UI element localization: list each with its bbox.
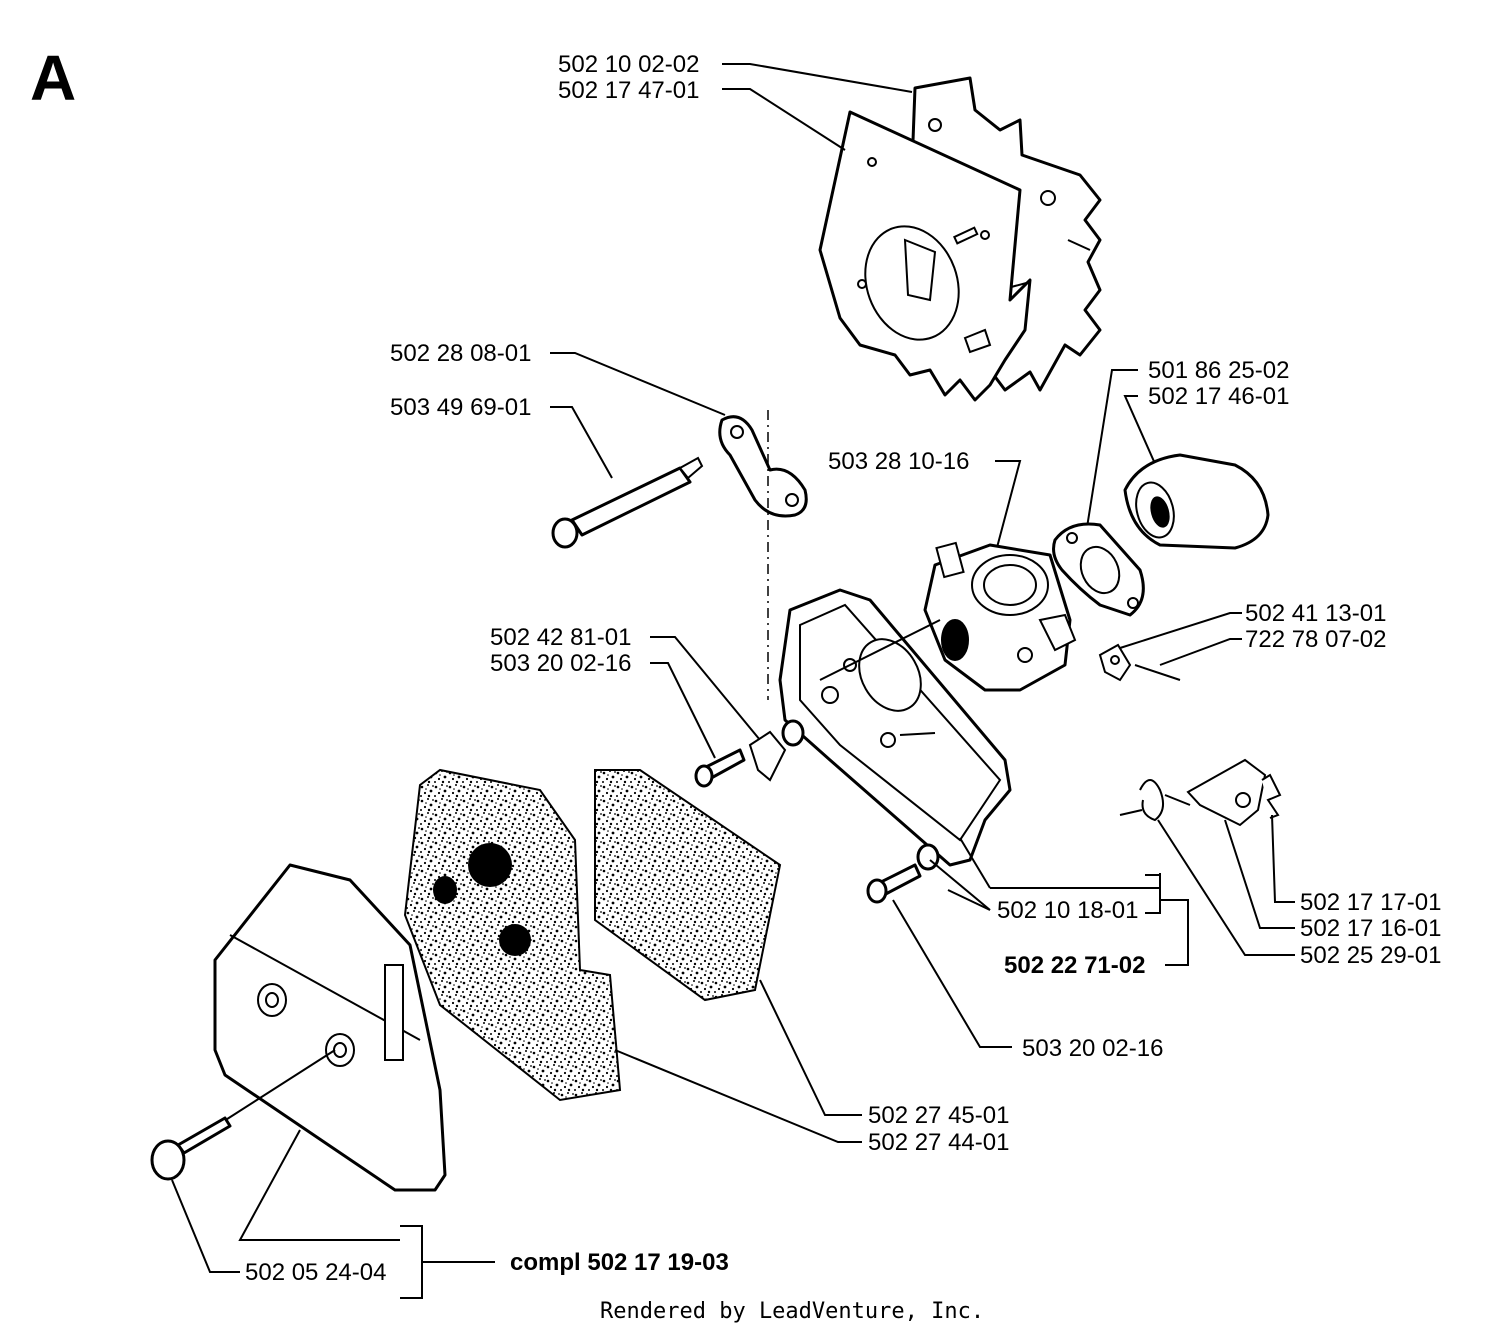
carburetor [923,541,1077,692]
label-502-17-46-01: 502 17 46-01 [1148,383,1289,410]
choke-lever [1186,758,1267,827]
leader-p15 [990,873,1161,889]
leader-p8 [1119,612,1242,649]
leader-p19 [614,1049,862,1143]
assembly-line-2 [209,1049,336,1131]
leader-p10 [650,636,761,741]
bracket-p16 [1160,899,1189,966]
leader-p20b [238,1129,400,1241]
leader-p1 [722,63,913,93]
heat-shield-plate-front [818,110,1032,402]
filter-cover [213,863,447,1192]
leader-p15d [929,859,991,911]
label-502-17-17-01: 502 17 17-01 [1300,889,1441,916]
leader-p13 [1224,819,1295,929]
filter-foam-rear [594,769,782,1002]
bracket-p21 [400,1225,423,1299]
leader-p4 [550,406,613,479]
assembly-line-1 [819,619,941,681]
footer-credit: Rendered by LeadVenture, Inc. [600,1299,984,1324]
label-502-17-16-01: 502 17 16-01 [1300,915,1441,942]
bracket-plate [718,415,808,518]
label-502-42-81-01: 502 42 81-01 [490,624,631,651]
spring [1119,779,1191,822]
label-502-17-47-01: 502 17 47-01 [558,77,699,104]
label-501-86-25-02: 501 86 25-02 [1148,357,1289,384]
leader-p14 [1157,819,1295,956]
bolt-pin [551,456,704,549]
label-502-27-45-01: 502 27 45-01 [868,1102,1009,1129]
throttle-link [1098,643,1181,682]
leader-p15b [959,837,991,889]
leader-p20 [171,1179,240,1273]
leader-p11 [650,662,716,759]
label-502-41-13-01: 502 41 13-01 [1245,600,1386,627]
label-503-28-10-16: 503 28 10-16 [828,448,969,475]
label-502-27-44-01: 502 27 44-01 [868,1129,1009,1156]
leader-p9 [1159,638,1242,666]
leader-p3 [550,352,726,416]
screw-1 [694,748,746,788]
grommet-1 [781,719,805,747]
label-502-05-24-04: 502 05 24-04 [245,1259,386,1286]
intake-adapter [1123,453,1270,550]
label-502-28-08-01: 502 28 08-01 [390,340,531,367]
clip [1261,773,1282,819]
leader-p6 [1123,395,1161,476]
leader-p5 [1084,369,1138,541]
section-label: A [30,42,76,114]
cover-knob [150,1116,232,1181]
label-compl-502-17-19-03: compl 502 17 19-03 [510,1249,729,1276]
leader-p12 [1271,814,1295,903]
label-502-10-18-01: 502 10 18-01 [997,897,1138,924]
label-503-49-69-01: 503 49 69-01 [390,394,531,421]
leader-p18 [759,979,862,1116]
leader-p2 [722,88,846,151]
label-503-20-02-16-a: 503 20 02-16 [490,650,631,677]
label-722-78-07-02: 722 78 07-02 [1245,626,1386,653]
leader-p7 [994,460,1022,556]
leader-p17 [892,899,1012,1048]
label-502-22-71-02: 502 22 71-02 [1004,952,1145,979]
filter-housing [778,588,1012,867]
label-503-20-02-16-b: 503 20 02-16 [1022,1035,1163,1062]
intake-gasket [1052,522,1145,617]
leader-p15c [947,889,991,911]
latch [748,730,787,782]
filter-foam-main [403,768,622,1102]
bracket-p15 [1145,874,1161,914]
screw-2 [866,863,922,904]
label-502-25-29-01: 502 25 29-01 [1300,942,1441,969]
label-502-10-02-02: 502 10 02-02 [558,51,699,78]
